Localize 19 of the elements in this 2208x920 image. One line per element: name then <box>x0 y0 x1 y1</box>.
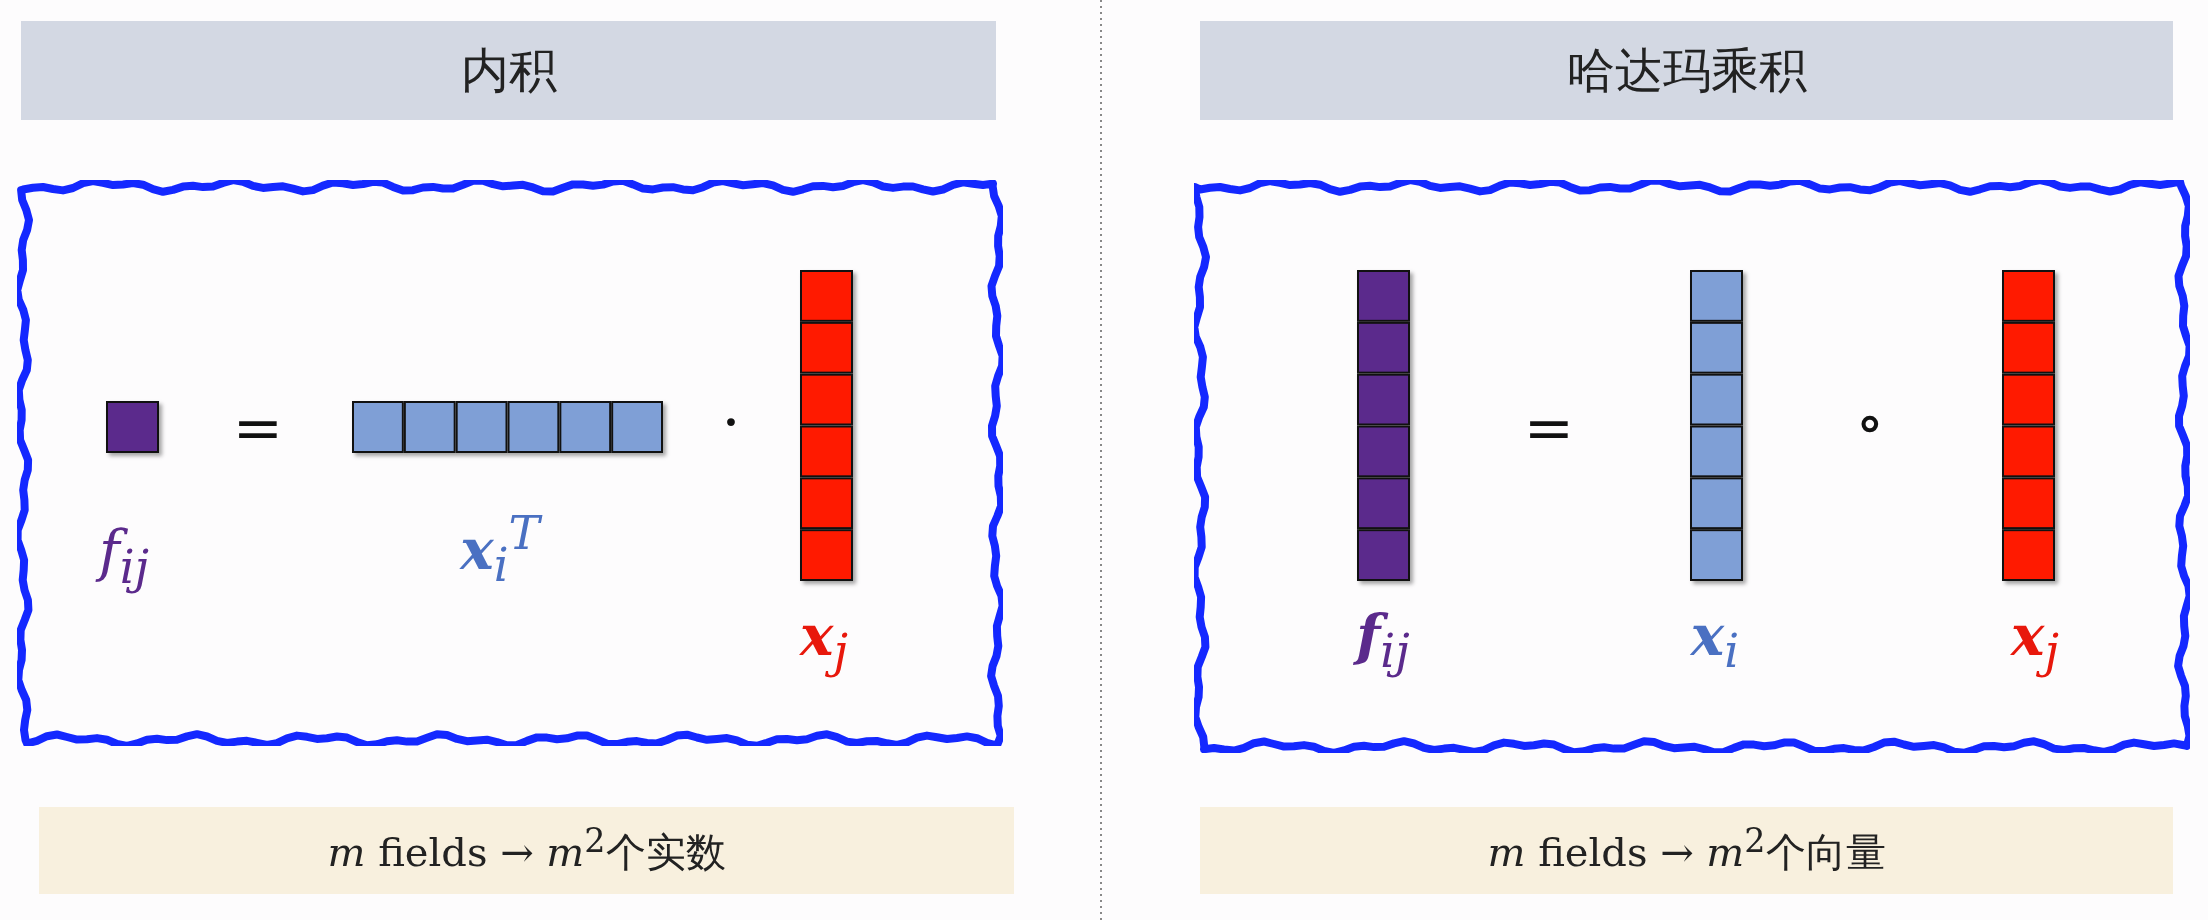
operator-symbol: · <box>721 392 741 452</box>
column-vector <box>800 270 853 581</box>
vector-label: x$_{j}$ <box>2011 601 2059 679</box>
operator-symbol: = <box>232 397 284 457</box>
vector-label: x$_{i}$ <box>1690 601 1740 679</box>
column-vector <box>1690 270 1743 581</box>
square-block <box>106 401 159 453</box>
vector-label: x$_{j}$ <box>800 601 848 679</box>
column-vector <box>1357 270 1410 581</box>
formula-frame <box>1194 180 2190 753</box>
note-banner: m fields → m$^{2}$个向量 <box>1200 807 2173 894</box>
title-banner: 哈达玛乘积 <box>1200 21 2173 120</box>
row-vector <box>352 401 663 453</box>
formula-frame <box>17 180 1003 746</box>
column-vector <box>2002 270 2055 581</box>
operator-symbol: = <box>1523 397 1575 457</box>
operator-symbol: ∘ <box>1855 392 1885 452</box>
title-banner: 内积 <box>21 21 996 120</box>
note-banner: m fields → m$^{2}$个实数 <box>39 807 1014 894</box>
